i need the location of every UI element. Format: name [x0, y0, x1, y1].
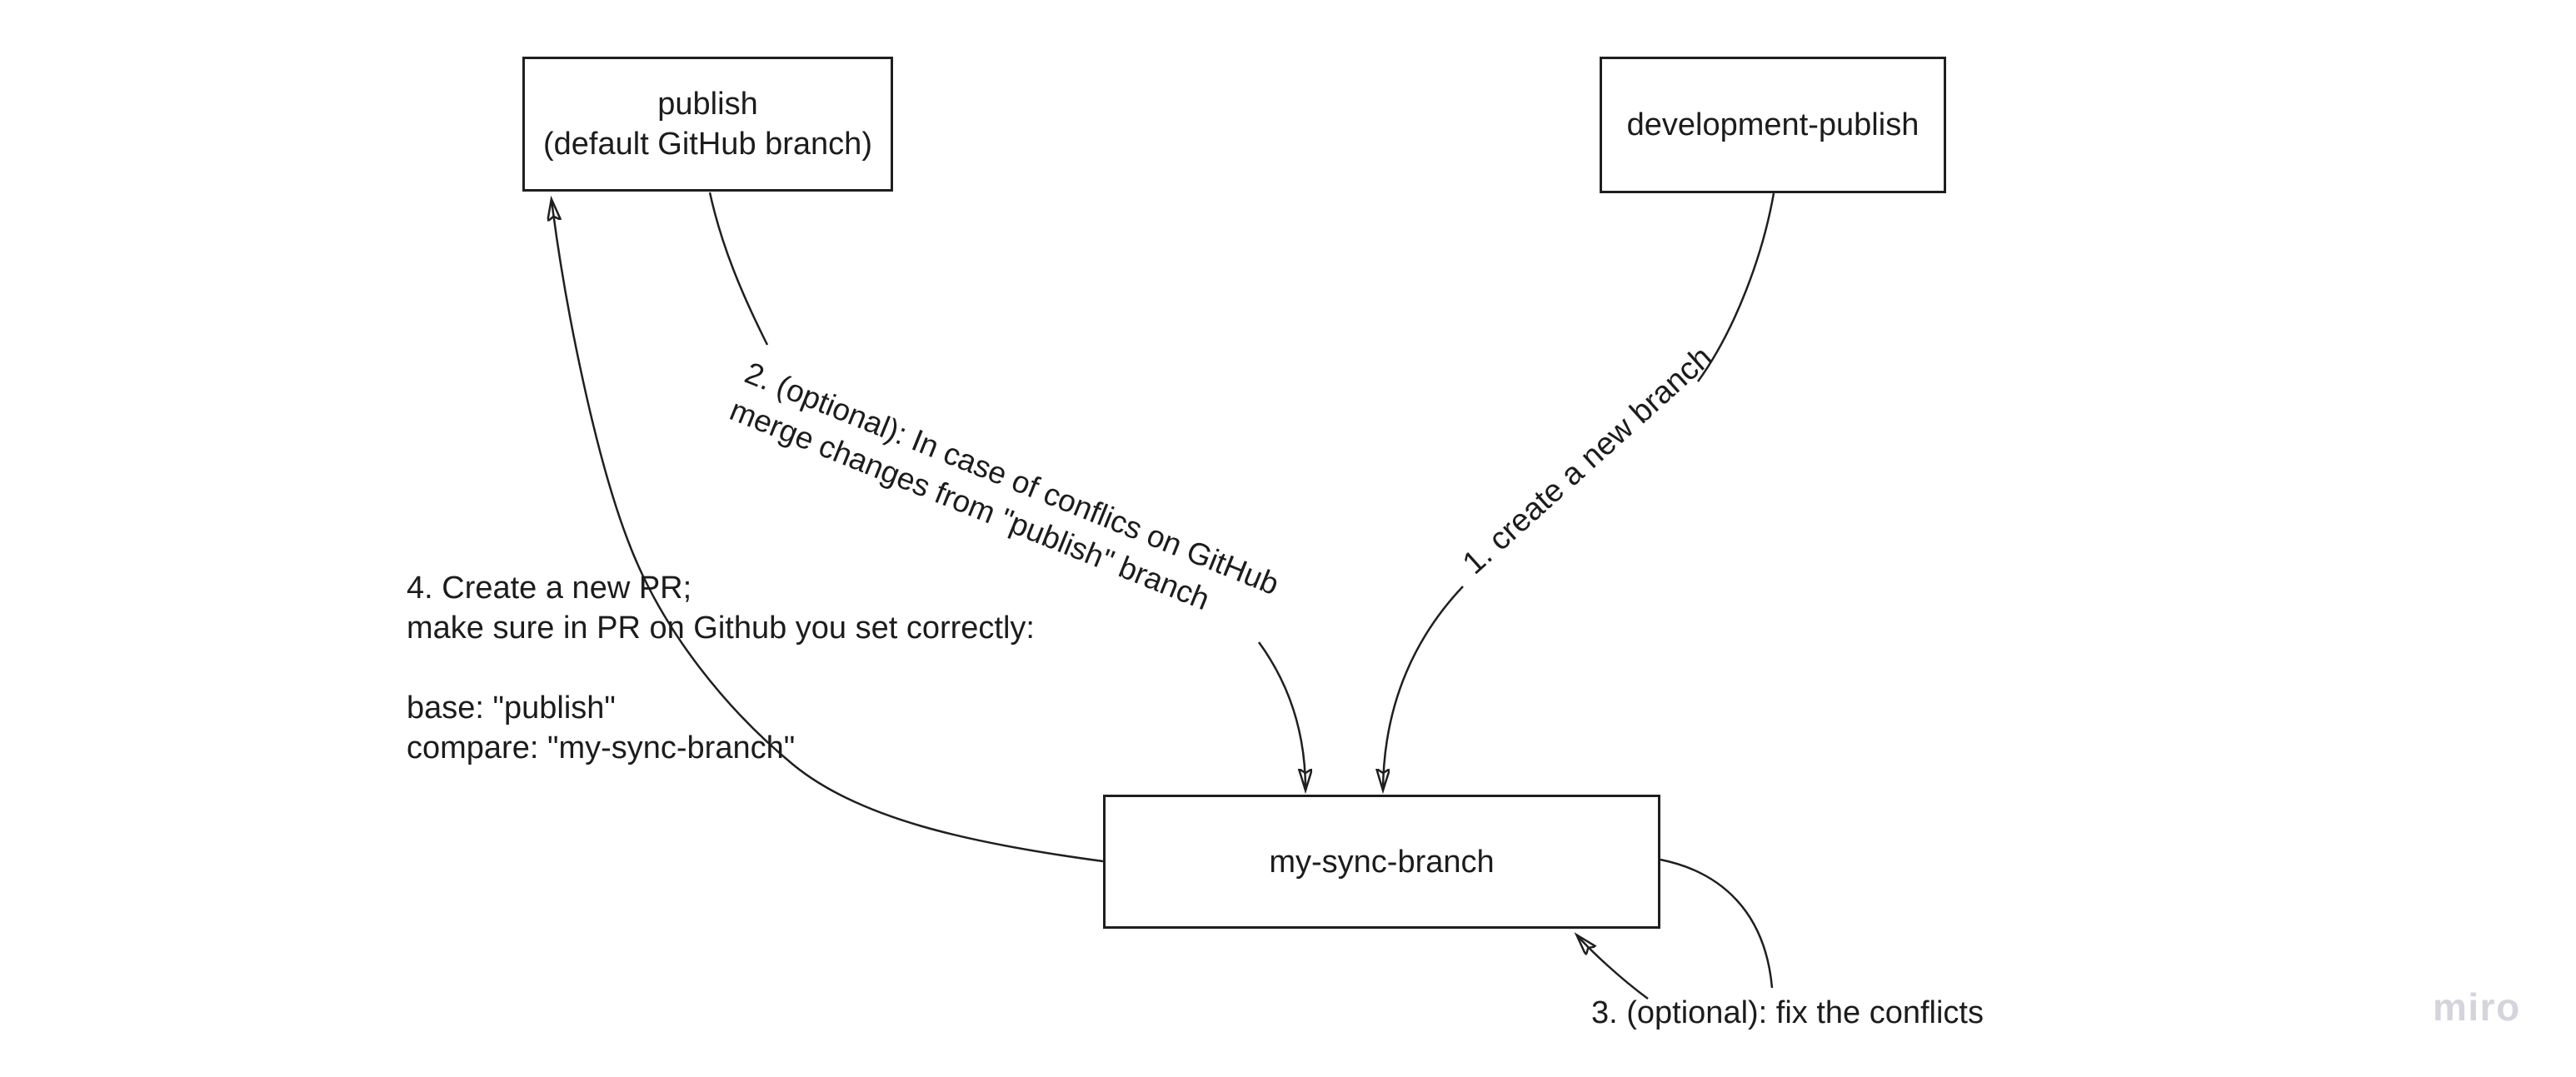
node-publish[interactable]: publish (default GitHub branch) [522, 57, 893, 192]
connector-step4[interactable] [552, 200, 1104, 863]
connector-step1-tail[interactable] [1696, 192, 1775, 382]
node-development-publish[interactable]: development-publish [1600, 57, 1946, 193]
edge-label-step3[interactable]: 3. (optional): fix the conflicts [1591, 995, 1984, 1030]
node-my-sync-branch[interactable]: my-sync-branch [1103, 795, 1660, 929]
connector-step2-head[interactable] [1257, 641, 1305, 790]
node-publish-label: publish (default GitHub branch) [543, 87, 872, 162]
node-development-publish-label: development-publish [1626, 107, 1920, 142]
connector-step1-head[interactable] [1383, 586, 1464, 790]
node-my-sync-branch-label: my-sync-branch [1269, 844, 1495, 880]
connector-step3-head[interactable] [1577, 935, 1649, 1000]
miro-watermark: miro [2433, 985, 2521, 1029]
edge-label-step4[interactable]: 4. Create a new PR; make sure in PR on G… [407, 571, 1035, 765]
connector-step2-tail[interactable] [708, 192, 769, 346]
connector-step3-tail[interactable] [1660, 858, 1774, 989]
